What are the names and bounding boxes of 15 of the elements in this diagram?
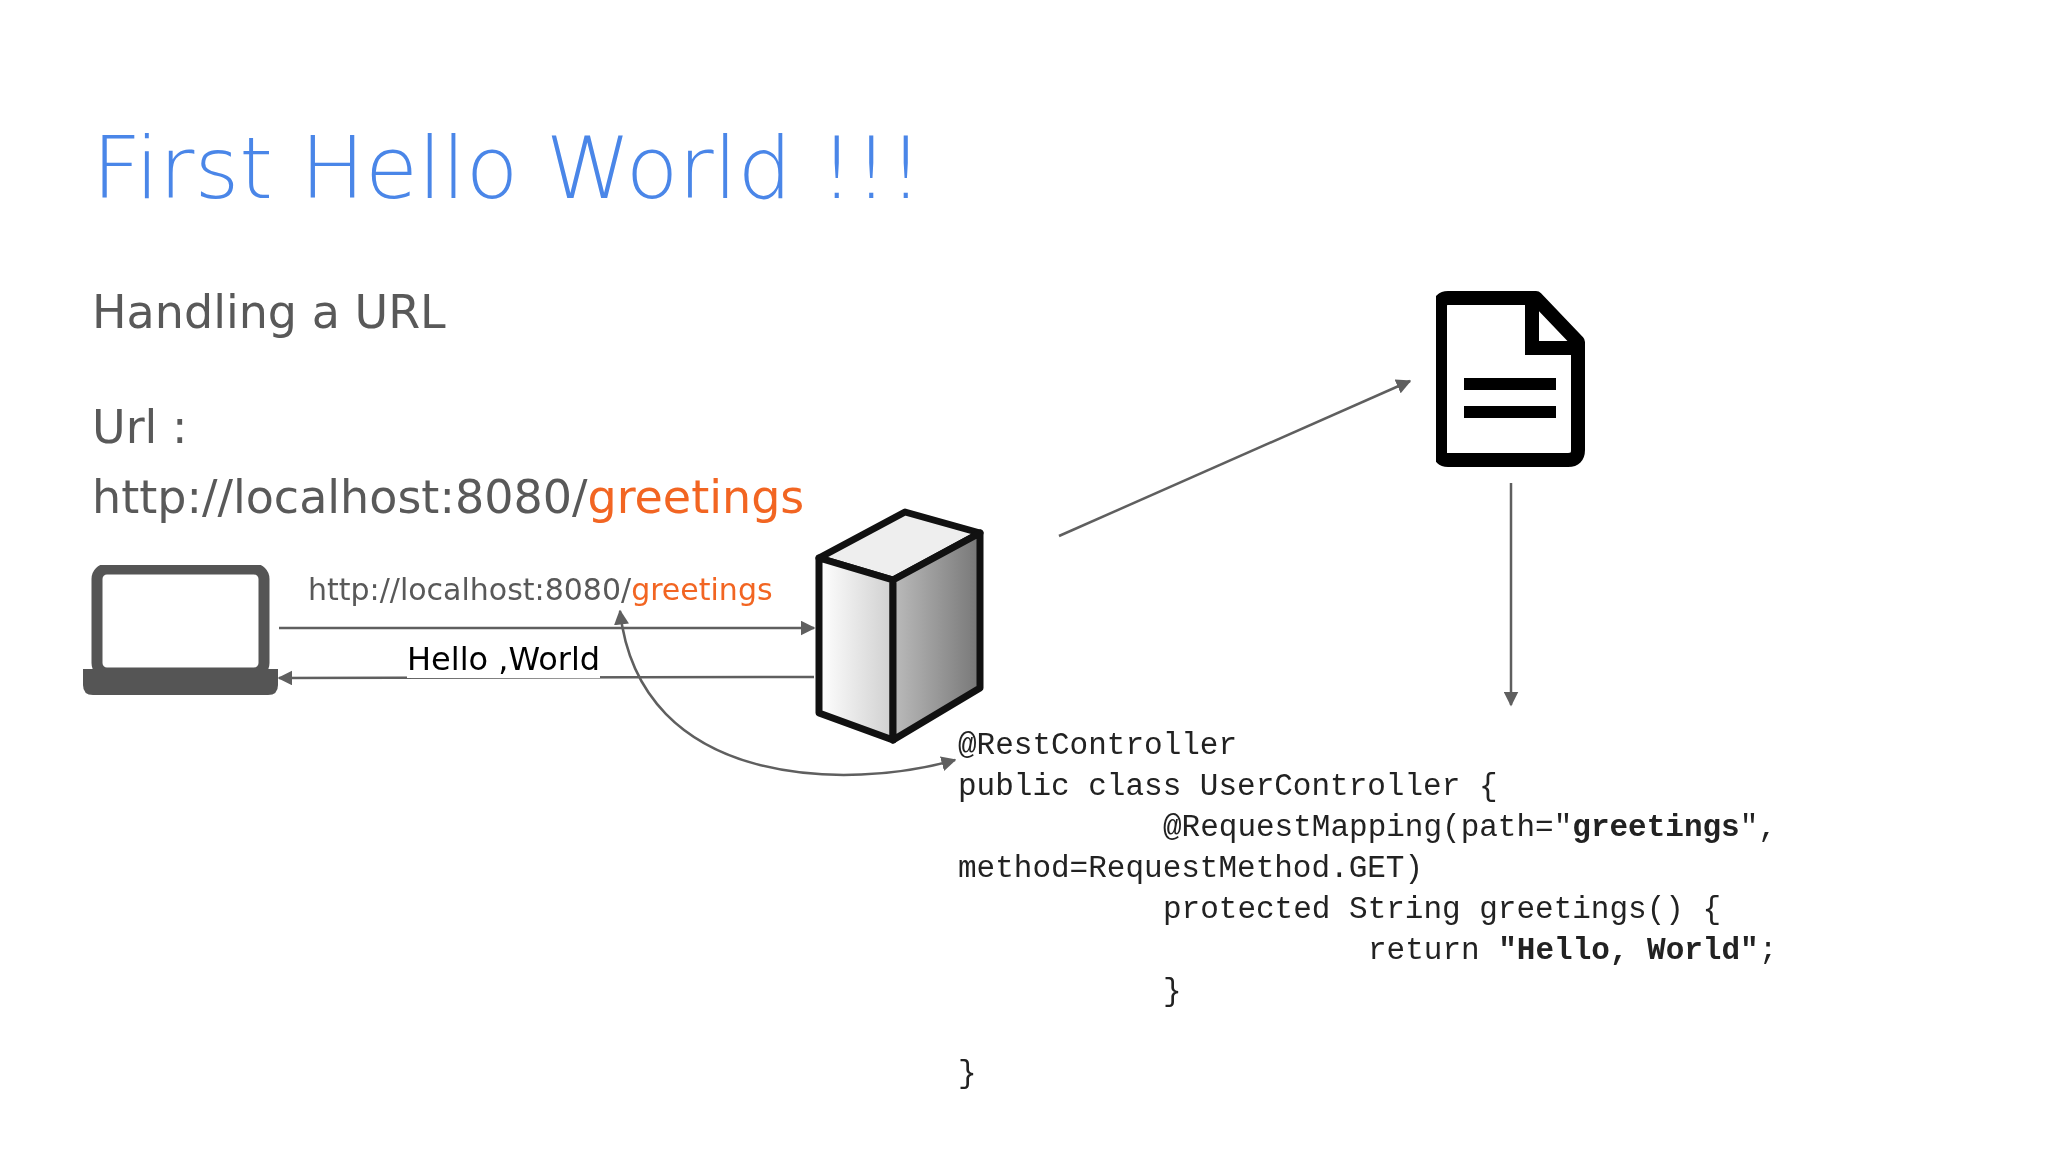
code-line: } — [1163, 974, 1182, 1010]
slide-title: First Hello World !!! — [92, 118, 923, 218]
code-line: protected String greetings() { — [1163, 892, 1722, 928]
document-icon — [1436, 290, 1586, 468]
code-line: } — [958, 1056, 977, 1092]
url-text: http://localhost:8080/greetings — [92, 470, 805, 524]
code-line: return "Hello, World"; — [1368, 933, 1778, 969]
subtitle: Handling a URL — [92, 285, 446, 339]
code-line: method=RequestMethod.GET) — [958, 851, 1424, 887]
laptop-icon — [83, 565, 278, 695]
url-text: http://localhost:8080/greetings — [308, 570, 778, 610]
code-line: @RequestMapping(path="greetings", — [1163, 810, 1777, 846]
code-line: @RestController — [958, 728, 1238, 764]
code-line: public class UserController { — [958, 769, 1498, 805]
url-label: Url : — [92, 400, 188, 454]
